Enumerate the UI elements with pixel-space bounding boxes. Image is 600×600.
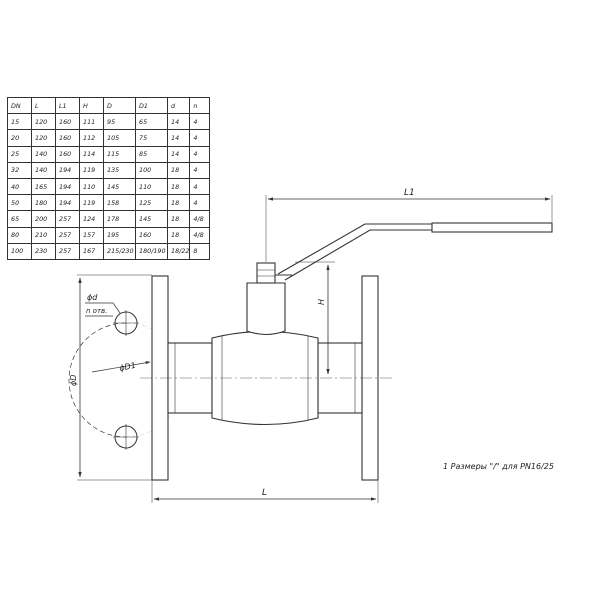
table-row: 32 140 194 119 135 100 18 4 [7,161,211,179]
dimensions-table: DN L L1 H D D1 d n 15 120 160 111 95 65 … [7,96,211,260]
table-row: 100 230 257 167 215/230 180/190 18/22 8 [7,242,211,260]
table-row: 20 120 160 112 105 75 14 4 [7,129,211,147]
table-cell: 18 [166,210,191,228]
label-l1: L1 [404,188,415,198]
table-cell: 257 [55,242,80,260]
left-flange-end-view [68,302,184,450]
dimension-l1 [265,195,553,262]
table-cell: 18/22 [166,242,191,260]
table-cell: 8 [189,242,211,260]
table-cell: 230 [31,242,56,260]
table-row: 25 140 160 114 115 85 14 4 [7,145,211,163]
label-h: H [317,299,326,305]
note-text: 1 Размеры "/" для PN16/25 [443,462,554,471]
label-l: L [262,488,267,498]
stem-nut [256,262,276,284]
col-header-hole-d: d [166,96,191,115]
valve-handle[interactable] [277,222,553,281]
label-phi-d1: ϕD1 [119,361,137,373]
table-cell: 4 [189,129,211,147]
table-row: 80 210 257 157 195 160 18 4/8 [7,226,211,244]
label-phi-d-outer: ϕD [69,375,78,386]
table-cell: 14 [166,145,191,163]
handle-grip[interactable] [431,222,553,233]
label-phi-d: ϕd [87,293,98,302]
stem-neck [246,282,286,336]
dimension-l [151,480,379,503]
valve-side-view [151,262,379,481]
label-n-holes: n отв. [86,307,107,315]
dimension-d [77,274,152,481]
dimension-h [295,261,335,375]
table-cell: 14 [166,129,191,147]
